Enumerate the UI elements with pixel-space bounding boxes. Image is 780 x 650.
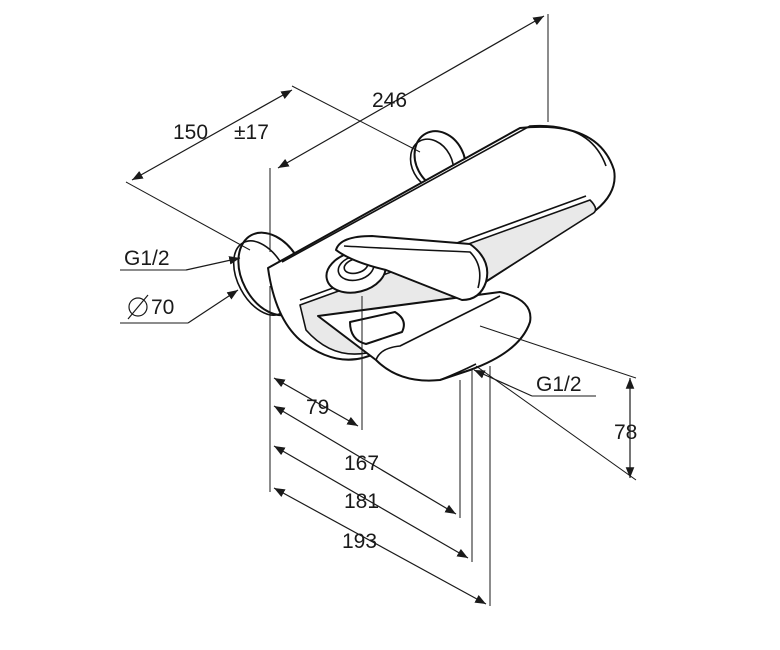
dimension-246: 246: [269, 14, 549, 252]
diameter-symbol-icon: [127, 294, 149, 320]
label-70: 70: [151, 296, 174, 319]
label-g12-inlet: G1/2: [124, 247, 170, 270]
label-181: 181: [344, 490, 379, 513]
dimension-193: 193: [273, 487, 487, 605]
dimension-78: 78: [475, 325, 637, 481]
label-193: 193: [342, 530, 377, 553]
label-246: 246: [372, 89, 407, 112]
dimension-79: 79: [273, 377, 359, 427]
label-tolerance-17: ±17: [234, 121, 269, 144]
leader-g12-outlet: G1/2: [473, 369, 596, 397]
label-167: 167: [344, 452, 379, 475]
label-g12-outlet: G1/2: [536, 373, 582, 396]
label-79: 79: [306, 396, 329, 419]
leader-g12-inlet: G1/2: [120, 247, 241, 271]
label-150: 150: [173, 121, 208, 144]
dimension-150: 150 ±17: [125, 85, 421, 251]
leader-diameter-70: 70: [120, 289, 239, 324]
label-78: 78: [614, 421, 637, 444]
faucet-body: [232, 124, 616, 382]
